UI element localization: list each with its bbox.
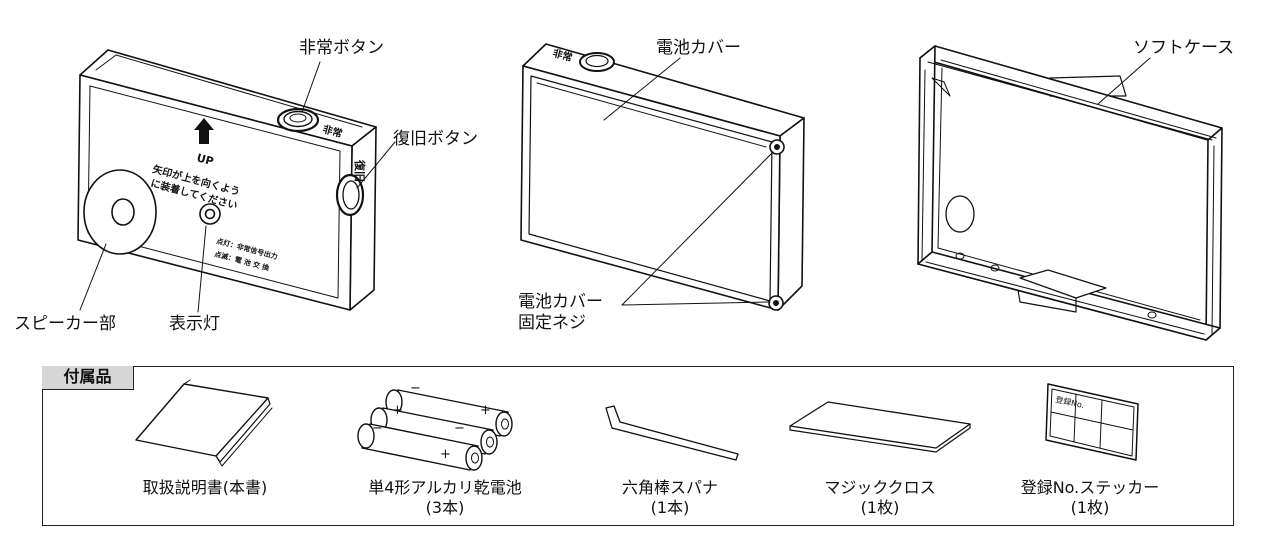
battery-plus-2: + (480, 403, 491, 418)
accessory-batteries-qty: (3本) (425, 498, 465, 517)
indicator-shape (199, 203, 221, 225)
accessory-manual: 取扱説明書(本書) (120, 478, 290, 498)
label-indicator: 表示灯 (169, 314, 220, 334)
battery-minus-3: − (372, 421, 383, 436)
accessories-title: 付属品 (42, 366, 134, 390)
accessory-cloth-name: マジッククロス (824, 478, 936, 497)
batteries-icon (357, 389, 513, 471)
accessory-hex-key: 六角棒スパナ (1本) (585, 478, 755, 518)
accessory-sticker-qty: (1枚) (1070, 498, 1110, 517)
accessory-batteries: 単4形アルカリ乾電池 (3本) (345, 478, 545, 518)
accessory-sticker: 登録No.ステッカー (1枚) (1005, 478, 1175, 518)
sticker-icon (1045, 383, 1139, 461)
device-side-label: 復旧 (353, 159, 367, 182)
up-arrow-icon (194, 118, 214, 144)
battery-plus-3: + (440, 447, 451, 462)
battery-plus-1: + (392, 403, 403, 418)
accessory-batteries-name: 単4形アルカリ乾電池 (368, 478, 522, 497)
accessory-hex-key-name: 六角棒スパナ (621, 478, 718, 497)
accessory-hex-key-qty: (1本) (650, 498, 690, 517)
accessory-cloth: マジッククロス (1枚) (795, 478, 965, 518)
speaker-shape (83, 169, 157, 255)
label-reset-button: 復旧ボタン (393, 129, 478, 149)
cover-screw-top (769, 139, 785, 155)
accessory-sticker-name: 登録No.ステッカー (1020, 478, 1160, 497)
accessory-cloth-qty: (1枚) (860, 498, 900, 517)
device-back-view (520, 43, 805, 311)
label-cover-screw-line2: 固定ネジ (518, 313, 586, 333)
device-front-view (77, 49, 396, 313)
battery-minus-1: − (410, 381, 421, 396)
manual-booklet-icon (135, 379, 273, 467)
battery-minus-2: − (454, 421, 465, 436)
accessory-manual-name: 取扱説明書(本書) (142, 478, 268, 497)
label-soft-case: ソフトケース (1133, 38, 1235, 58)
device-up-text: UP (195, 151, 215, 168)
cover-screw-bottom (768, 295, 784, 311)
hex-key-icon (605, 405, 739, 461)
label-emergency-button: 非常ボタン (299, 38, 384, 58)
label-cover-screw-line1: 電池カバー (518, 292, 603, 312)
soft-case-view (917, 45, 1223, 341)
emergency-button-shape (276, 107, 320, 133)
magic-cloth-icon (789, 401, 971, 453)
label-battery-cover: 電池カバー (656, 38, 741, 58)
label-speaker: スピーカー部 (14, 314, 116, 334)
accessories-box (42, 366, 1234, 526)
reset-button-shape (335, 173, 365, 217)
